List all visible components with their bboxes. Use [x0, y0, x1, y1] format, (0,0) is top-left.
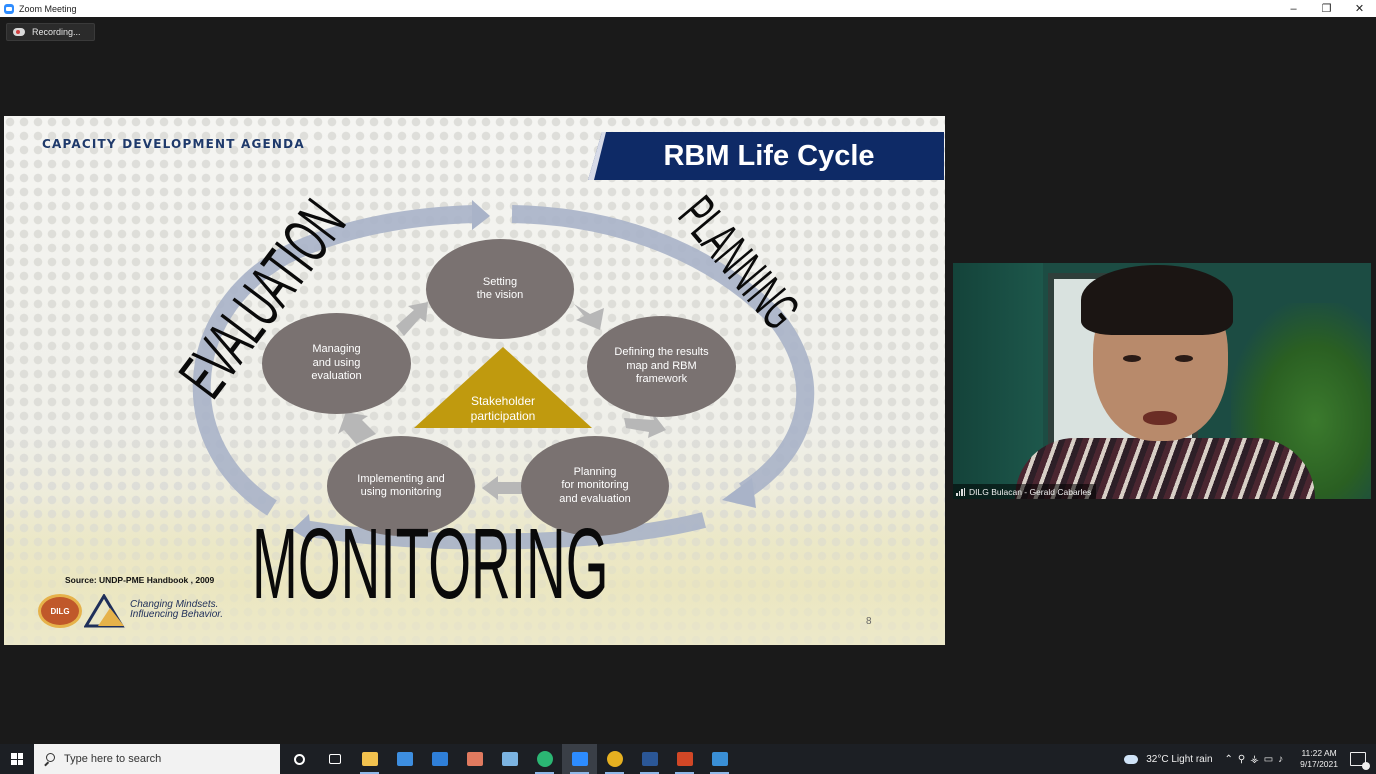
- slide-background-building: [4, 495, 945, 645]
- clock[interactable]: 11:22 AM 9/17/2021: [1300, 748, 1338, 770]
- title-banner: RBM Life Cycle: [588, 132, 944, 180]
- weather-widget[interactable]: 32°C Light rain: [1124, 753, 1213, 765]
- recording-label: Recording...: [32, 27, 81, 37]
- taskbar-app-zoom[interactable]: [562, 744, 597, 774]
- taskbar-app-chrome[interactable]: [597, 744, 632, 774]
- dilg-logo: DILG: [38, 594, 82, 628]
- arrow-top-left: [192, 205, 475, 516]
- arrow-bottom: [302, 512, 707, 550]
- recording-indicator[interactable]: Recording...: [6, 23, 95, 41]
- label-monitoring: MONITORING: [252, 508, 609, 620]
- zoom-icon: [571, 752, 588, 766]
- step-planning-for-monitoring: Planning for monitoring and evaluation: [521, 436, 669, 536]
- taskbar-app-file-explorer[interactable]: [352, 744, 387, 774]
- slide-header: CAPACITY DEVELOPMENT AGENDA: [42, 137, 305, 151]
- taskbar-app-photos[interactable]: [702, 744, 737, 774]
- task-view-icon: [328, 754, 341, 764]
- taskbar-app-edge[interactable]: [527, 744, 562, 774]
- taskbar-app-mail[interactable]: [422, 744, 457, 774]
- recording-icon: [13, 28, 25, 36]
- powerpoint-icon: [676, 752, 693, 766]
- source-citation: Source: UNDP-PME Handbook , 2009: [65, 575, 215, 585]
- start-button[interactable]: [0, 744, 34, 774]
- taskbar-app-powerpoint[interactable]: [667, 744, 702, 774]
- participant-name: DILG Bulacan - Gerald Cabarles: [969, 486, 1092, 497]
- inner-arrow-5: [396, 302, 428, 336]
- arrow-top-right: [511, 205, 815, 499]
- taskbar-app-task-view[interactable]: [317, 744, 352, 774]
- system-tray: 32°C Light rain ⌃⚲⚶▭♪ 11:22 AM 9/17/2021: [1124, 744, 1376, 774]
- clock-date: 9/17/2021: [1300, 759, 1338, 769]
- inner-arrow-2: [624, 412, 666, 438]
- weather-text: 32°C Light rain: [1146, 753, 1213, 765]
- participant-video[interactable]: DILG Bulacan - Gerald Cabarles: [953, 263, 1371, 499]
- search-placeholder: Type here to search: [64, 753, 162, 765]
- store-icon: [396, 752, 413, 766]
- chrome-icon: [606, 751, 623, 767]
- taskbar-app-word[interactable]: [632, 744, 667, 774]
- taskbar-app-cortana[interactable]: [282, 744, 317, 774]
- taskbar-apps: [282, 744, 737, 774]
- lga-logo: [84, 594, 125, 628]
- shared-slide: CAPACITY DEVELOPMENT AGENDA RBM Life Cyc…: [4, 116, 945, 645]
- close-button[interactable]: ✕: [1354, 3, 1365, 15]
- word-icon: [641, 752, 658, 766]
- step-setting-the-vision: Setting the vision: [426, 239, 574, 339]
- cloud-rain-icon: [1124, 754, 1139, 764]
- slide-page-number: 8: [866, 616, 872, 627]
- zoom-app-icon: [4, 3, 14, 14]
- minimize-button[interactable]: –: [1290, 2, 1297, 15]
- meeting-area: Recording... CAPACITY DEVELOPMENT AGENDA…: [0, 17, 1376, 744]
- inner-arrow-3: [482, 476, 522, 500]
- arrow-head-bottom: [292, 514, 312, 542]
- taskbar-app-store[interactable]: [387, 744, 422, 774]
- notepad-icon: [501, 752, 518, 766]
- mail-icon: [431, 752, 448, 766]
- inner-arrow-4: [338, 412, 376, 444]
- clock-time: 11:22 AM: [1301, 748, 1337, 758]
- arrow-head-top: [472, 200, 490, 230]
- participant-name-caption: DILG Bulacan - Gerald Cabarles: [953, 484, 1097, 499]
- windows-logo-icon: [11, 753, 23, 765]
- restore-button[interactable]: ❐: [1321, 3, 1332, 15]
- slide-title: RBM Life Cycle: [663, 139, 875, 172]
- inner-arrow-1: [574, 304, 604, 330]
- taskbar-app-notepad[interactable]: [492, 744, 527, 774]
- windows-taskbar: Type here to search 32°C Light rain ⌃⚲⚶▭…: [0, 744, 1376, 774]
- taskbar-search[interactable]: Type here to search: [34, 744, 280, 774]
- participant-mouth: [1143, 411, 1177, 425]
- stakeholder-label: Stakeholder participation: [470, 394, 536, 423]
- signal-strength-icon: [956, 487, 965, 496]
- search-icon: [43, 753, 55, 765]
- arrow-head-right: [722, 478, 756, 508]
- tray-icons[interactable]: ⌃⚲⚶▭♪: [1224, 753, 1289, 765]
- participant-hair: [1081, 265, 1233, 335]
- dilg-logo-text: DILG: [50, 606, 70, 616]
- window-title: Zoom Meeting: [19, 3, 77, 14]
- notification-center-icon[interactable]: [1350, 752, 1370, 770]
- cycle-arrows: [192, 200, 815, 550]
- tagline: Changing Mindsets. Influencing Behavior.: [130, 599, 224, 620]
- title-bar: Zoom Meeting – ❐ ✕: [0, 0, 1376, 17]
- paint-icon: [466, 752, 483, 766]
- cortana-icon: [294, 753, 305, 765]
- step-implementing-monitoring: Implementing and using monitoring: [327, 436, 475, 536]
- window-controls: – ❐ ✕: [1277, 0, 1376, 17]
- edge-icon: [536, 751, 553, 767]
- participant-eye-left: [1123, 355, 1141, 362]
- step-managing-evaluation: Managing and using evaluation: [262, 313, 411, 414]
- file-explorer-icon: [361, 752, 378, 766]
- step-defining-results-map: Defining the results map and RBM framewo…: [587, 316, 736, 417]
- photos-icon: [711, 752, 728, 766]
- taskbar-app-paint[interactable]: [457, 744, 492, 774]
- participant-eye-right: [1175, 355, 1193, 362]
